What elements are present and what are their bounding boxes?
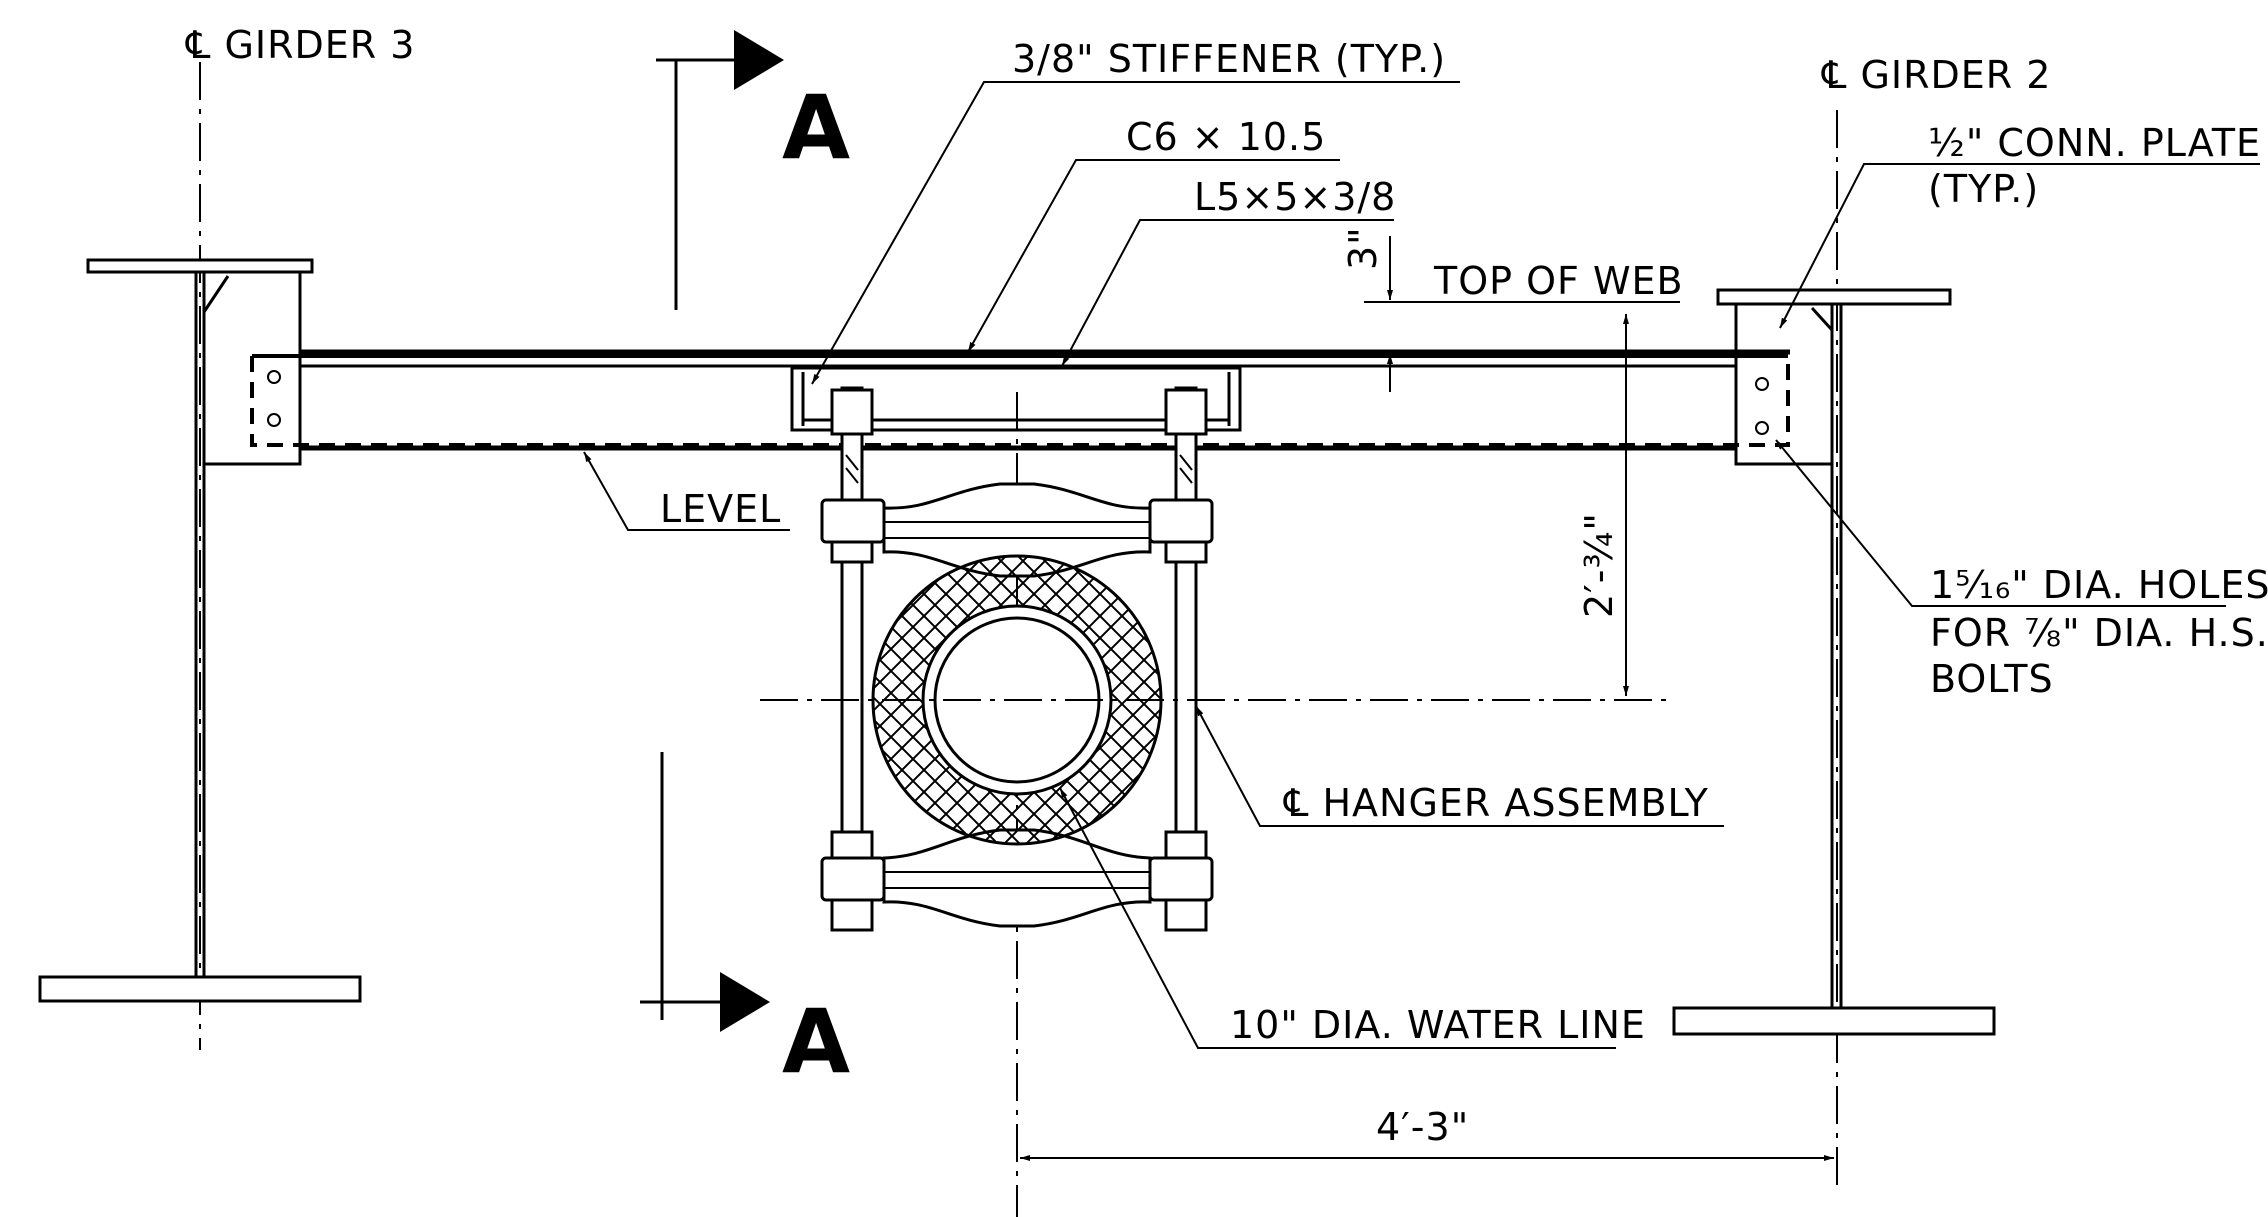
pipe-clamp-top — [820, 482, 1214, 578]
water-line-callout: 10" DIA. WATER LINE — [1059, 787, 1646, 1049]
bolt-holes-text-2: FOR ⅞" DIA. H.S. — [1930, 611, 2268, 655]
bolt-hole — [1755, 377, 1769, 391]
water-line-text: 10" DIA. WATER LINE — [1230, 1003, 1646, 1047]
hanger-rod-right — [1164, 386, 1208, 932]
hanger-assembly — [760, 386, 1675, 1217]
hex-nut — [1164, 388, 1208, 436]
girder-3-label: ℄ GIRDER 3 — [185, 23, 415, 67]
bolt-hole — [267, 413, 281, 427]
girder-3 — [38, 62, 362, 1050]
hanger-text: ℄ HANGER ASSEMBLY — [1283, 781, 1709, 825]
girder-3-weld — [202, 275, 230, 313]
section-arrow — [720, 972, 770, 1032]
bolt-hole — [1755, 421, 1769, 435]
top-of-web-text: TOP OF WEB — [1433, 259, 1684, 303]
dimension-height-text: 2′-¾" — [1577, 512, 1621, 618]
girder-2-label: ℄ GIRDER 2 — [1821, 53, 2051, 97]
girder-3-bottom-flange — [38, 975, 362, 1003]
stiffener-text: 3/8" STIFFENER (TYP.) — [1012, 37, 1446, 81]
dimension-3in-text: 3" — [1341, 226, 1385, 270]
section-cut-top: A — [656, 30, 850, 310]
angle-strut — [250, 349, 1790, 451]
clamp-lug — [1148, 856, 1214, 902]
conn-plate-text-2: (TYP.) — [1928, 167, 2039, 211]
angle-callout: L5×5×3/8 — [1061, 175, 1396, 367]
stiffener-callout: 3/8" STIFFENER (TYP.) — [811, 37, 1460, 385]
channel-text: C6 × 10.5 — [1126, 115, 1326, 159]
clamp-lug — [820, 856, 886, 902]
bolt-holes-callout: 1⁵⁄₁₆" DIA. HOLES FOR ⅞" DIA. H.S. BOLTS — [1775, 439, 2268, 701]
conn-plate-text-1: ½" CONN. PLATE — [1928, 121, 2261, 165]
dimension-width: 4′-3" — [1020, 1105, 1834, 1161]
girder-2-text: ℄ GIRDER 2 — [1821, 53, 2051, 97]
section-label: A — [782, 76, 850, 179]
bolt-hole — [267, 370, 281, 384]
pipe-clamp-bottom — [820, 828, 1214, 928]
hex-nut — [830, 898, 874, 932]
clamp-lug — [820, 498, 886, 544]
girder-2-connection-plate — [1734, 302, 1834, 466]
girder-2-bottom-flange — [1672, 1006, 1996, 1036]
dimension-width-text: 4′-3" — [1376, 1105, 1469, 1149]
girder-2 — [1672, 110, 1996, 1190]
channel-callout: C6 × 10.5 — [967, 115, 1340, 353]
dimension-3in: 3" — [1341, 226, 1680, 392]
hex-nut — [830, 388, 874, 436]
section-cut-bottom: A — [640, 752, 850, 1093]
hex-nut — [1164, 898, 1208, 932]
girder-3-top-flange — [86, 258, 314, 274]
section-arrow — [734, 30, 784, 90]
hex-nut — [830, 830, 874, 862]
bolt-holes-text-3: BOLTS — [1930, 657, 2054, 701]
section-label: A — [782, 990, 850, 1093]
level-text: LEVEL — [660, 487, 781, 531]
conn-plate-callout: ½" CONN. PLATE (TYP.) — [1779, 121, 2261, 329]
bolt-holes-text-1: 1⁵⁄₁₆" DIA. HOLES — [1930, 563, 2268, 607]
hanger-callout: ℄ HANGER ASSEMBLY — [1195, 705, 1724, 827]
hex-nut — [1164, 830, 1208, 862]
hanger-rod-left — [830, 386, 874, 932]
girder-2-top-flange — [1716, 288, 1952, 306]
level-callout: LEVEL — [583, 451, 790, 531]
girder-3-text: ℄ GIRDER 3 — [185, 23, 415, 67]
top-of-web-callout: TOP OF WEB — [1433, 259, 1684, 303]
angle-text: L5×5×3/8 — [1194, 175, 1396, 219]
dimension-height: 2′-¾" — [1577, 314, 1629, 696]
clamp-lug — [1148, 498, 1214, 544]
girder-2-weld — [1810, 306, 1834, 332]
